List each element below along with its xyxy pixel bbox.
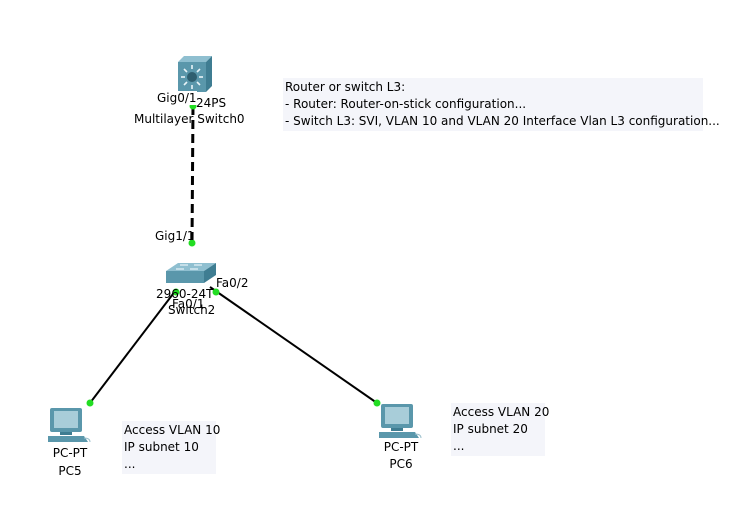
link-ml-switch-to-switch2[interactable] bbox=[190, 105, 195, 245]
note-l3-line3: - Switch L3: SVI, VLAN 10 and VLAN 20 In… bbox=[285, 114, 720, 128]
pc6-model: PC-PT bbox=[383, 440, 419, 454]
switch-icon bbox=[166, 263, 216, 283]
pc5-name: PC5 bbox=[58, 464, 82, 478]
pc6[interactable] bbox=[379, 402, 423, 442]
link-status-gig1-1 bbox=[188, 239, 196, 247]
note-pc5-line2: IP subnet 10 bbox=[124, 440, 199, 454]
link-switch2-to-pc5[interactable] bbox=[89, 289, 177, 404]
link-status-fa0-1 bbox=[172, 288, 180, 296]
note-pc5-line3: ... bbox=[124, 457, 136, 471]
link-switch2-to-pc6[interactable] bbox=[209, 286, 378, 404]
multilayer-switch-name: Multilayer Switch0 bbox=[134, 112, 245, 126]
port-label-fa0-1: Fa0/1 bbox=[172, 297, 205, 311]
port-label-fa0-2: Fa0/2 bbox=[216, 276, 249, 290]
switch2[interactable] bbox=[166, 261, 216, 285]
multilayer-switch[interactable] bbox=[178, 56, 212, 92]
pc-icon bbox=[379, 404, 422, 439]
port-label-gig1-1: Gig1/1 bbox=[155, 229, 195, 243]
switch2-name: Switch2 bbox=[168, 303, 216, 317]
note-pc6-line1: Access VLAN 20 bbox=[453, 405, 550, 419]
link-status-pc5 bbox=[86, 399, 94, 407]
note-l3-line1: Router or switch L3: bbox=[285, 80, 406, 94]
multilayer-switch-model: 24PS bbox=[196, 96, 227, 110]
note-pc6: Access VLAN 20 IP subnet 20... bbox=[451, 403, 550, 456]
port-label-gig0-1: Gig0/1 bbox=[157, 91, 197, 105]
pc5[interactable] bbox=[48, 406, 92, 446]
note-pc6-line2: IP subnet 20 bbox=[453, 422, 528, 436]
note-pc6-line3: ... bbox=[453, 439, 465, 453]
switch2-model: 2960-24T bbox=[156, 287, 214, 301]
note-l3-config: Router or switch L3: - Router: Router-on-… bbox=[283, 78, 720, 131]
note-l3-line2: - Router: Router-on-stick configuration.… bbox=[285, 97, 527, 111]
multilayer-switch-icon bbox=[178, 56, 212, 92]
link-status-pc6 bbox=[373, 399, 381, 407]
pc5-model: PC-PT bbox=[52, 446, 88, 460]
pc6-name: PC6 bbox=[389, 457, 413, 471]
note-pc5-line1: Access VLAN 10 bbox=[124, 423, 221, 437]
note-pc5: Access VLAN 10 IP subnet 10... bbox=[122, 421, 221, 474]
link-status-fa0-2 bbox=[212, 288, 220, 296]
pc-icon bbox=[48, 408, 91, 443]
